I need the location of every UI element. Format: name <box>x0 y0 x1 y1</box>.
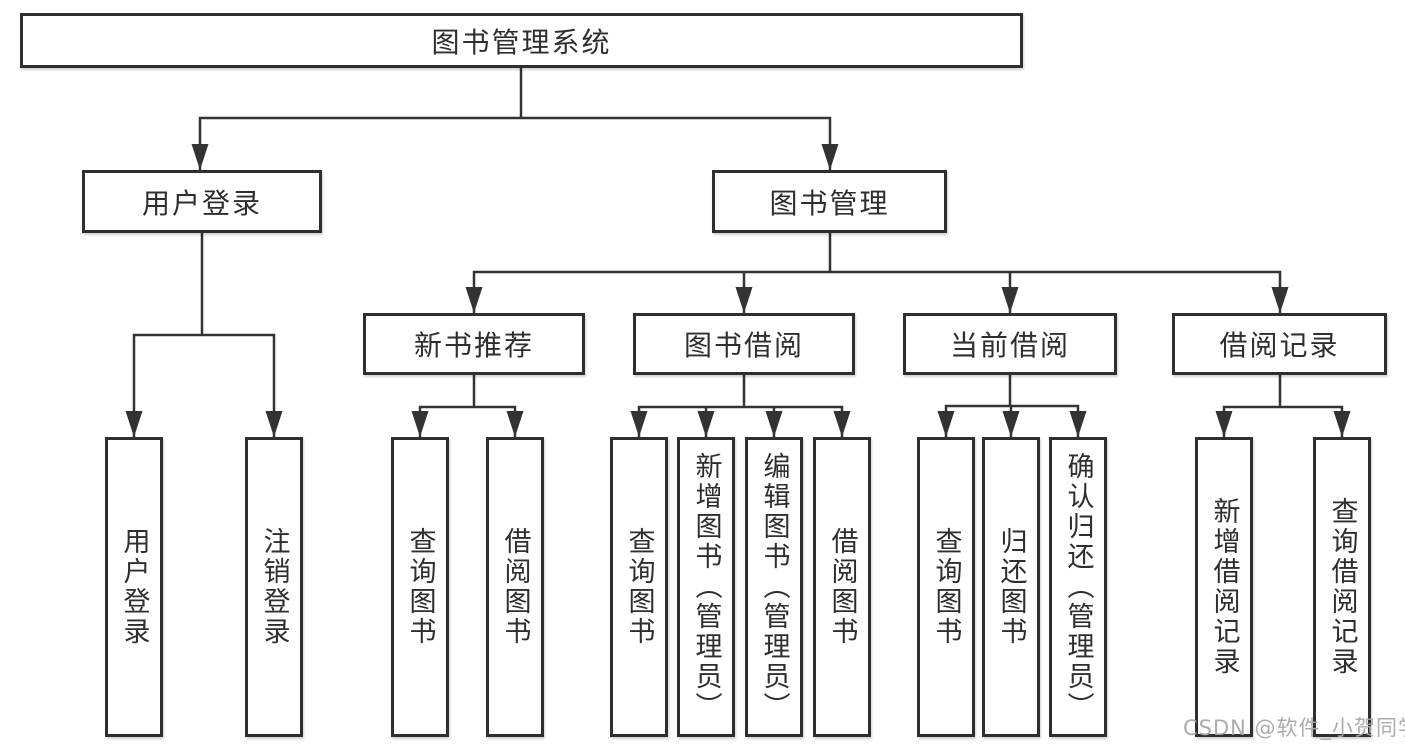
leaf-logout: 注销登录 <box>245 437 303 737</box>
leaf-borrow-query-books: 查询图书 <box>610 437 668 737</box>
node-label: 图书管理系统 <box>431 25 612 59</box>
node-borrowing-records: 借阅记录 <box>1172 313 1387 375</box>
node-current-borrowing: 当前借阅 <box>903 313 1117 375</box>
node-label: 图书管理 <box>769 186 890 220</box>
node-label: 查询图书 <box>404 527 436 647</box>
leaf-newbook-query-books: 查询图书 <box>391 437 449 737</box>
node-label: 查询借阅记录 <box>1326 497 1358 677</box>
leaf-borrow-add-books-admin: 新增图书（管理员） <box>677 437 735 737</box>
node-label: 归还图书 <box>995 527 1027 647</box>
leaf-current-query-books: 查询图书 <box>917 437 975 737</box>
node-label: 编辑图书（管理员） <box>758 452 790 722</box>
arrowheads <box>125 144 1351 437</box>
node-book-management: 图书管理 <box>712 170 947 233</box>
node-label: 确认归还（管理员） <box>1062 452 1094 722</box>
node-label: 借阅图书 <box>826 527 858 647</box>
node-new-book-recommendation: 新书推荐 <box>363 313 585 375</box>
leaf-current-return-books: 归还图书 <box>982 437 1040 737</box>
node-library-management-system: 图书管理系统 <box>20 13 1023 68</box>
leaf-records-add-borrow-record: 新增借阅记录 <box>1195 437 1253 737</box>
leaf-user-login: 用户登录 <box>105 437 163 737</box>
csdn-watermark: CSDN @软件_小贺同学 <box>1183 716 1405 740</box>
leaf-current-confirm-return-admin: 确认归还（管理员） <box>1049 437 1107 737</box>
leaf-borrow-edit-books-admin: 编辑图书（管理员） <box>745 437 803 737</box>
node-label: 新增借阅记录 <box>1208 497 1240 677</box>
node-label: 新增图书（管理员） <box>690 452 722 722</box>
leaf-records-query-borrow-record: 查询借阅记录 <box>1313 437 1371 737</box>
node-label: 新书推荐 <box>413 329 534 362</box>
node-label: 用户登录 <box>118 527 150 647</box>
node-label: 查询图书 <box>930 527 962 647</box>
node-label: 当前借阅 <box>949 329 1070 362</box>
node-user-login: 用户登录 <box>82 170 322 233</box>
node-label: 图书借阅 <box>683 329 804 362</box>
node-label: 注销登录 <box>258 527 290 647</box>
node-label: 查询图书 <box>623 527 655 647</box>
node-label: 借阅图书 <box>499 527 531 647</box>
node-label: 用户登录 <box>141 186 262 220</box>
leaf-newbook-borrow-books: 借阅图书 <box>486 437 544 737</box>
node-label: 借阅记录 <box>1219 329 1340 362</box>
leaf-borrow-borrow-books: 借阅图书 <box>813 437 871 737</box>
node-book-borrowing: 图书借阅 <box>633 313 855 375</box>
